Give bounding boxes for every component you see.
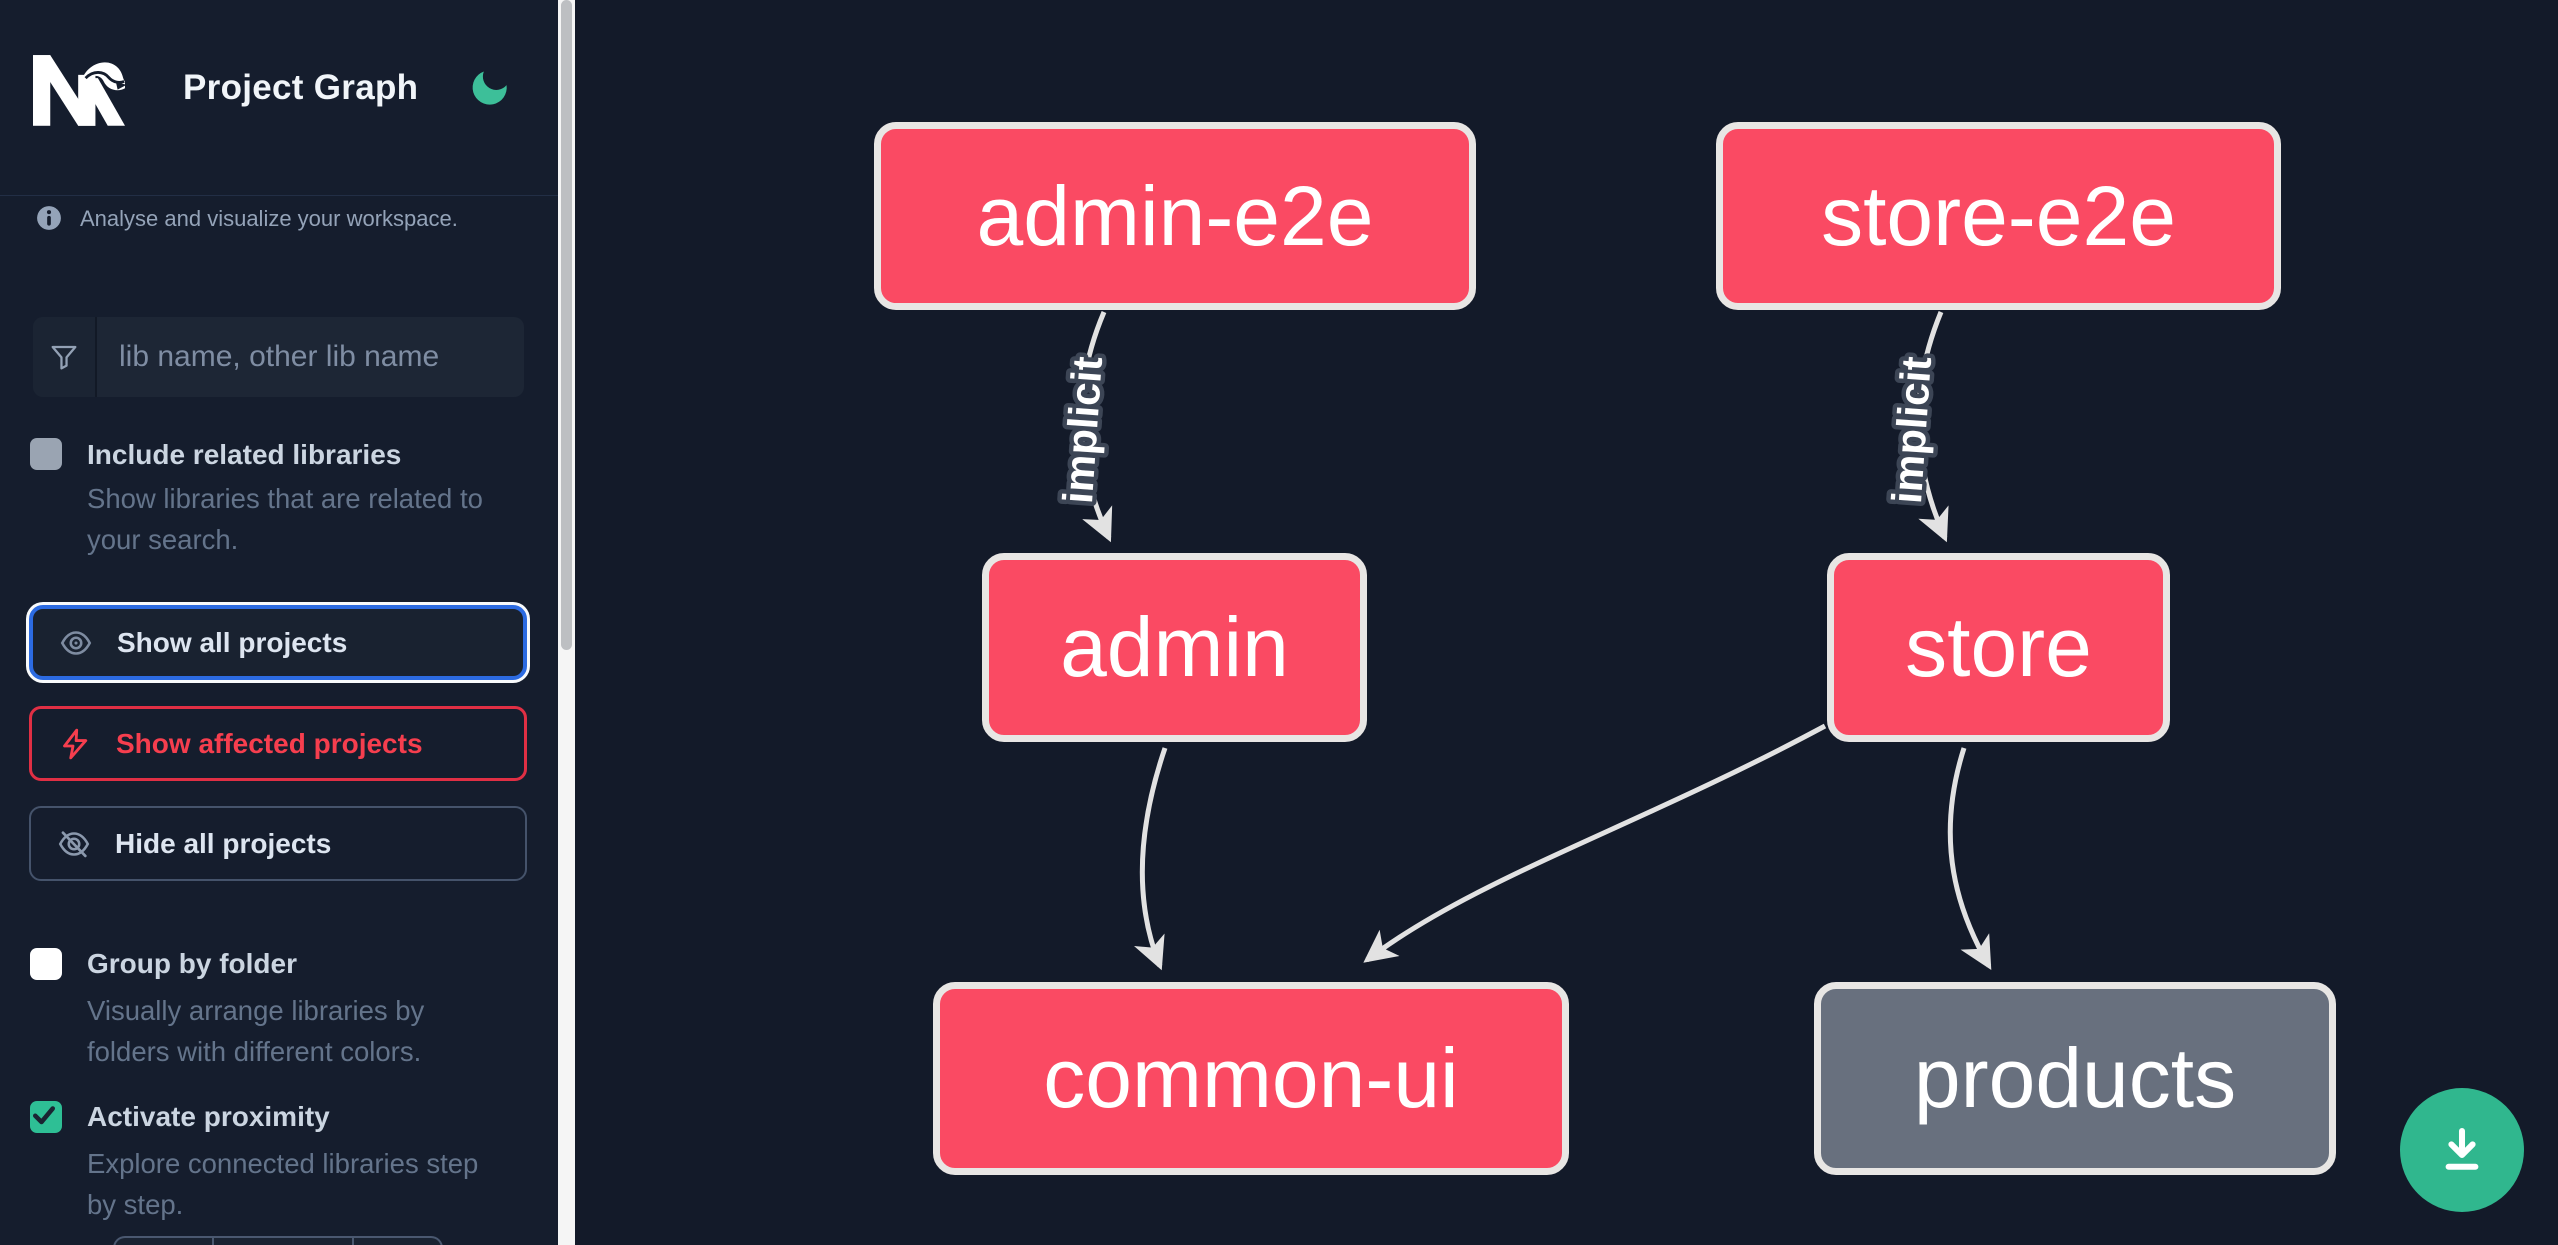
edge-store-e2e-to-store [1916,311,1949,543]
include-related-description: Show libraries that are related to your … [87,483,483,555]
node-label: products [1913,1031,2237,1125]
bolt-icon [63,728,88,759]
edge-label-implicit: implicit [1883,355,1940,505]
workspace-info: Analyse and visualize your workspace. [36,202,536,236]
graph-node-products[interactable]: products [1814,982,2336,1175]
node-label: admin-e2e [976,168,1374,263]
theme-toggle-button[interactable] [464,62,516,114]
nx-logo-icon [33,55,125,126]
eye-icon [60,630,92,655]
include-related-label: Include related libraries [87,439,402,470]
segment-divider [212,1238,214,1245]
proximity-depth-control[interactable] [113,1236,443,1245]
include-related-checkbox[interactable] [30,438,62,470]
edge-admin-to-common-ui [1134,747,1168,971]
edge-store-to-products [1947,747,1992,971]
moon-icon [472,71,507,105]
hide-all-projects-button[interactable]: Hide all projects [29,806,527,881]
info-icon [37,206,61,230]
sidebar-scrollbar[interactable] [558,0,575,1245]
show-affected-projects-button[interactable]: Show affected projects [29,706,527,781]
group-by-folder-label: Group by folder [87,948,297,979]
download-graph-button[interactable] [2400,1088,2524,1212]
funnel-icon [51,345,77,370]
graph-node-store[interactable]: store [1827,553,2170,742]
activate-proximity-description: Explore connected libraries step by step… [87,1148,479,1220]
funnel-icon-cell [33,317,97,397]
node-label: store-e2e [1821,168,2176,263]
graph-node-common-ui[interactable]: common-ui [933,982,1569,1175]
edge-admin-e2e-to-admin [1078,311,1113,543]
edge-store-to-common-ui [1363,723,1827,963]
sidebar-header: Project Graph [0,0,560,196]
node-label: common-ui [1043,1031,1459,1125]
scrollbar-thumb[interactable] [561,0,572,650]
edges-layer: implicit implicit [1049,311,1992,971]
segment-divider [352,1238,354,1245]
node-label: store [1905,600,2092,694]
search-input[interactable] [97,317,524,397]
check-icon [33,1106,55,1125]
node-label: admin [1060,600,1289,694]
eye-off-icon [58,830,90,857]
group-by-folder-checkbox[interactable] [30,948,62,980]
show-all-projects-button[interactable]: Show all projects [29,605,527,680]
graph-node-admin[interactable]: admin [982,553,1367,742]
filter-search [33,317,524,397]
graph-node-admin-e2e[interactable]: admin-e2e [874,122,1476,310]
hide-all-projects-label: Hide all projects [115,827,332,859]
show-affected-projects-label: Show affected projects [116,727,423,759]
graph-canvas[interactable]: implicit implicit admin-e2e store-e2e ad… [575,0,2558,1245]
activate-proximity-checkbox[interactable] [30,1101,62,1133]
sidebar: Project Graph Analyse and visualize your… [0,0,560,1245]
activate-proximity-label: Activate proximity [87,1101,330,1132]
graph-node-store-e2e[interactable]: store-e2e [1716,122,2281,310]
download-icon [2445,1128,2479,1170]
edge-label-implicit: implicit [1054,355,1111,505]
page-title: Project Graph [183,68,419,107]
group-by-folder-description: Visually arrange libraries by folders wi… [87,995,425,1067]
workspace-info-text: Analyse and visualize your workspace. [80,206,458,231]
show-all-projects-label: Show all projects [117,626,348,658]
